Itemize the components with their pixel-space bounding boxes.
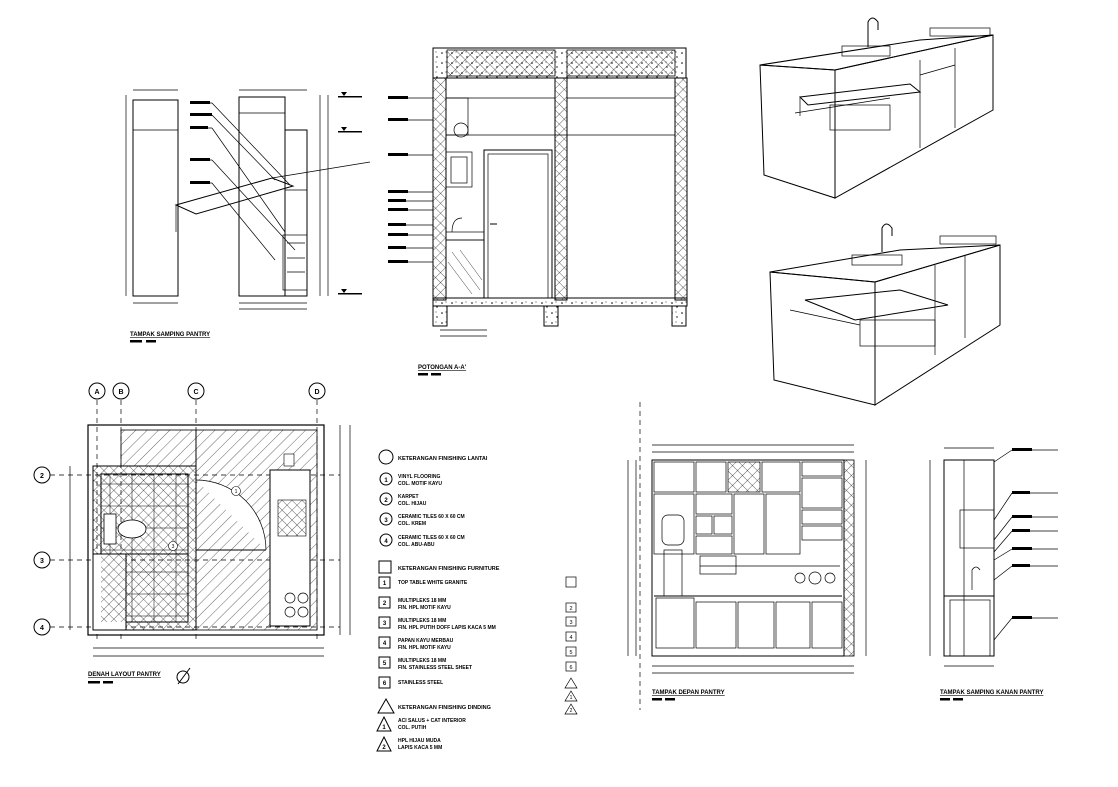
svg-text:3: 3 — [569, 620, 572, 626]
grid-bubbles: A B C D 2 3 4 — [33, 382, 326, 636]
grid-label-b: B — [118, 389, 123, 396]
grid-label-3: 3 — [40, 558, 44, 565]
svg-text:LAPIS KACA 5 MM: LAPIS KACA 5 MM — [398, 745, 442, 751]
svg-text:5: 5 — [383, 661, 387, 667]
grid-bubble-3 — [33, 551, 51, 569]
side-elevation-left: TAMPAK SAMPING PANTRY — [125, 89, 371, 343]
north-arrow-icon — [176, 667, 191, 685]
grid-bubble-b — [112, 382, 130, 400]
svg-text:VINYL FLOORING: VINYL FLOORING — [398, 474, 441, 480]
legend-side-marks: 2 3 4 5 6 1 2 — [564, 576, 578, 715]
svg-text:2: 2 — [384, 498, 388, 504]
svg-text:COL. MOTIF KAYU: COL. MOTIF KAYU — [398, 481, 442, 487]
legend-wall-heading: KETERANGAN FINISHING DINDING — [398, 705, 491, 711]
svg-text:PAPAN KAYU MERBAU: PAPAN KAYU MERBAU — [398, 638, 454, 644]
floor-plan: A B C D 2 3 4 3 1 — [33, 382, 351, 685]
svg-text:4: 4 — [383, 641, 387, 647]
grid-bubble-d — [308, 382, 326, 400]
front-title: TAMPAK DEPAN PANTRY — [652, 690, 725, 696]
svg-text:3: 3 — [384, 518, 388, 524]
svg-text:ACI SALUS + CAT INTERIOR: ACI SALUS + CAT INTERIOR — [398, 718, 466, 724]
svg-text:2: 2 — [570, 708, 573, 714]
side-right-title: TAMPAK SAMPING KANAN PANTRY — [940, 690, 1043, 696]
svg-text:FIN. HPL MOTIF KAYU: FIN. HPL MOTIF KAYU — [398, 645, 451, 651]
grid-label-4: 4 — [40, 625, 44, 632]
grid-label-2: 2 — [40, 473, 44, 480]
svg-text:3: 3 — [172, 544, 175, 550]
grid-label-d: D — [314, 389, 319, 396]
isometric-pantry-bottom — [769, 223, 1001, 406]
svg-text:FIN. HPL PUTIH DOFF LAPIS KACA: FIN. HPL PUTIH DOFF LAPIS KACA 5 MM — [398, 625, 496, 631]
svg-text:3: 3 — [383, 621, 387, 627]
legend-furniture-heading: KETERANGAN FINISHING FURNITURE — [398, 566, 500, 572]
side-elevation-right: TAMPAK SAMPING KANAN PANTRY — [929, 447, 1058, 701]
svg-text:COL. ABU-ABU: COL. ABU-ABU — [398, 542, 435, 548]
svg-text:FIN. STAINLESS STEEL SHEET: FIN. STAINLESS STEEL SHEET — [398, 665, 472, 671]
plan-title: DENAH LAYOUT PANTRY — [88, 672, 161, 678]
section-a-a: POTONGAN A-A' — [388, 47, 688, 376]
legend-floor-heading: KETERANGAN FINISHING LANTAI — [398, 456, 488, 462]
svg-text:FIN. HPL MOTIF KAYU: FIN. HPL MOTIF KAYU — [398, 605, 451, 611]
svg-text:COL. HIJAU: COL. HIJAU — [398, 501, 427, 507]
front-elevation: TAMPAK DEPAN PANTRY — [627, 402, 867, 710]
isometric-pantry-top — [759, 17, 994, 199]
legend-furniture-items: 1 TOP TABLE WHITE GRANITE 2 MULTIPLEKS 1… — [378, 576, 496, 689]
svg-text:KARPET: KARPET — [398, 494, 419, 500]
svg-text:CERAMIC TILES 60 X 60 CM: CERAMIC TILES 60 X 60 CM — [398, 514, 465, 520]
legend-wall-items: 1 ACI SALUS + CAT INTERIOR COL. PUTIH 2 … — [376, 715, 466, 752]
svg-text:1: 1 — [382, 725, 386, 731]
svg-text:MULTIPLEKS 18 MM: MULTIPLEKS 18 MM — [398, 618, 446, 624]
grid-label-a: A — [94, 389, 99, 396]
section-title: POTONGAN A-A' — [418, 365, 467, 371]
svg-text:4: 4 — [569, 635, 572, 641]
svg-text:STAINLESS STEEL: STAINLESS STEEL — [398, 680, 443, 686]
svg-text:6: 6 — [569, 665, 572, 671]
svg-text:4: 4 — [384, 539, 388, 545]
grid-bubble-c — [187, 382, 205, 400]
svg-text:5: 5 — [569, 650, 572, 656]
svg-text:2: 2 — [383, 601, 387, 607]
grid-label-c: C — [193, 389, 198, 396]
svg-text:CERAMIC TILES 60 X 60 CM: CERAMIC TILES 60 X 60 CM — [398, 535, 465, 541]
svg-text:1: 1 — [235, 489, 238, 495]
legend: KETERANGAN FINISHING LANTAI 1 VINYL FLOO… — [376, 449, 578, 752]
svg-text:2: 2 — [569, 606, 572, 612]
grid-bubble-a — [88, 382, 106, 400]
svg-text:HPL HIJAU MUDA: HPL HIJAU MUDA — [398, 738, 441, 744]
svg-text:COL. PUTIH: COL. PUTIH — [398, 725, 427, 731]
grid-bubble-2 — [33, 466, 51, 484]
legend-floor-items: 1 VINYL FLOORING COL. MOTIF KAYU 2 KARPE… — [379, 472, 465, 548]
svg-text:COL. KREM: COL. KREM — [398, 521, 426, 527]
grid-bubble-4 — [33, 618, 51, 636]
svg-text:1: 1 — [383, 581, 387, 587]
svg-text:TOP TABLE WHITE GRANITE: TOP TABLE WHITE GRANITE — [398, 580, 468, 586]
side-left-title: TAMPAK SAMPING PANTRY — [130, 332, 210, 338]
svg-text:1: 1 — [384, 478, 388, 484]
svg-text:MULTIPLEKS 18 MM: MULTIPLEKS 18 MM — [398, 658, 446, 664]
svg-text:1: 1 — [570, 695, 573, 701]
svg-text:MULTIPLEKS 18 MM: MULTIPLEKS 18 MM — [398, 598, 446, 604]
svg-text:2: 2 — [382, 745, 386, 751]
svg-text:6: 6 — [383, 681, 387, 687]
